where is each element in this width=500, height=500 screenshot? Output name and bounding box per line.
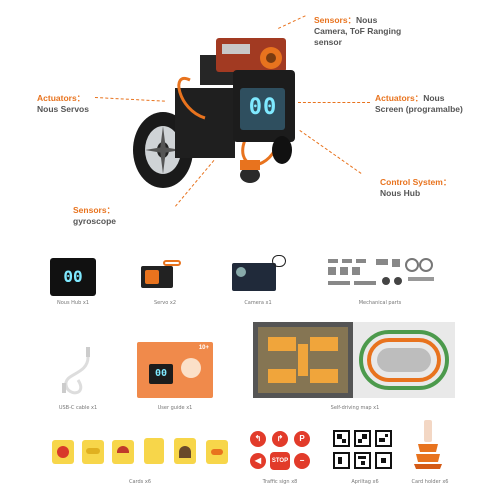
apriltag-6 [375, 452, 392, 469]
usb-c-cable-image [62, 347, 90, 395]
user-guide-image: 10+ 00 [137, 342, 213, 398]
chassis [175, 88, 235, 158]
caption-usb-c-cable: USB-C cable x1 [58, 405, 98, 411]
caption-traffic-sign: Traffic sign x8 [262, 479, 298, 485]
camera-part-image [232, 255, 286, 291]
traffic-sign-parking: P [294, 431, 310, 447]
caption-nous-hub: Nous Hub x1 [57, 300, 89, 306]
callout-actuators-right: Actuators：Nous Screen (programalbe) [375, 93, 463, 114]
mechanical-parts-image [328, 258, 434, 285]
card-microscope [144, 438, 164, 464]
apriltag-1 [333, 430, 350, 447]
traffic-sign-no-entry: − [294, 453, 310, 469]
traffic-sign-stop: STOP [270, 452, 290, 470]
card-mushroom [112, 440, 134, 464]
robot-screen-digits: 00 [248, 95, 278, 120]
card-apple [52, 440, 74, 464]
caption-user-guide: User guide x1 [157, 405, 193, 411]
callout-sensors-bottom: Sensors： gyroscope [73, 205, 116, 226]
callout-control-system: Control System： Nous Hub [380, 177, 452, 198]
caption-card-holder: Card holder x6 [411, 479, 449, 485]
robot-screen [240, 88, 285, 130]
apriltag-4 [333, 452, 350, 469]
caption-servo: Servo x2 [153, 300, 177, 306]
guide-screen-digits: 00 [154, 368, 168, 379]
callout-sensors-top: Sensors：Nous Camera, ToF Ranging sensor [314, 15, 402, 47]
card-house [174, 438, 196, 464]
caption-cards: Cards x6 [128, 479, 152, 485]
traffic-sign-horn: ◀ [250, 453, 266, 469]
nous-hub-image: 00 [50, 258, 96, 296]
servo-image [141, 260, 181, 290]
caption-mechanical-parts: Mechanical parts [358, 300, 402, 306]
callout-actuators-left: Actuators： Nous Servos [37, 93, 89, 114]
apriltag-2 [354, 430, 371, 447]
card-fish [206, 440, 228, 464]
apriltag-5 [354, 452, 371, 469]
camera-module [216, 38, 286, 72]
card-holder-image [414, 420, 442, 469]
traffic-sign-turn-left: ↰ [250, 431, 266, 447]
hub-screen-digits: 00 [63, 267, 83, 286]
caption-camera: Camera x1 [244, 300, 272, 306]
caption-apriltag: Apriltag x6 [351, 479, 379, 485]
traffic-sign-turn-right: ↱ [272, 431, 288, 447]
robot-illustration [133, 38, 295, 188]
card-banana [82, 440, 104, 464]
self-driving-map-image [253, 322, 455, 398]
callout-line-actuators-right [298, 102, 370, 103]
apriltag-3 [375, 430, 392, 447]
caster-wheel [240, 167, 260, 183]
guide-age-badge: 10+ [198, 345, 209, 351]
caption-self-driving-map: Self-driving map x1 [330, 405, 380, 411]
